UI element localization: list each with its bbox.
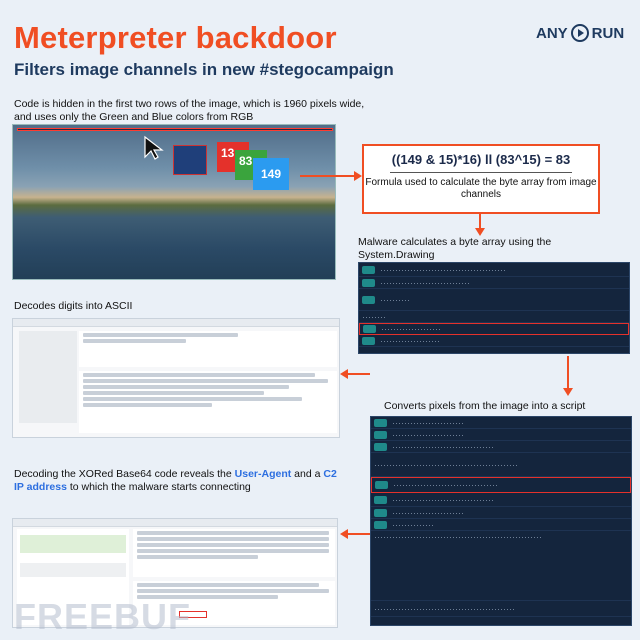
script-row: .............. [371, 519, 631, 531]
script-row: ........................ [371, 417, 631, 429]
process-row-highlighted: .................... [359, 323, 629, 335]
formula-expression: ((149 & 15)*16) ll (83^15) = 83 [391, 152, 571, 167]
process-row: .......... [359, 289, 629, 311]
process-row: .............................. [359, 277, 629, 289]
script-row: ........................ [371, 507, 631, 519]
arrow-icon [300, 171, 362, 181]
output-area [133, 581, 335, 625]
script-row: ........................................… [371, 531, 631, 601]
process-row: ........ [359, 311, 629, 323]
script-row-highlighted: ................................... [371, 477, 631, 493]
malware-caption: Malware calculates a byte array using th… [358, 236, 552, 261]
stego-image [12, 124, 336, 280]
zoomed-pixel [173, 145, 207, 175]
arrow-icon [475, 214, 485, 236]
user-agent-highlight: User-Agent [234, 468, 292, 480]
anyrun-logo: ANY RUN [536, 24, 624, 42]
formula-box: ((149 & 15)*16) ll (83^15) = 83 Formula … [362, 144, 600, 214]
cursor-icon [144, 135, 164, 160]
process-row: ........................................… [359, 263, 629, 277]
cyberchef-xor-panel [12, 518, 338, 628]
hidden-data-rows [17, 128, 333, 131]
watermark: FREEBUF [14, 596, 191, 637]
c2-ip-box [179, 611, 207, 618]
page-subtitle: Filters image channels in new #stegocamp… [14, 60, 394, 79]
cyberchef-ascii-panel [12, 318, 340, 438]
script-row: .................................. [371, 441, 631, 453]
process-row: .................... [359, 335, 629, 347]
formula-caption: Formula used to calculate the byte array… [365, 177, 597, 200]
blue-channel-chip: 149 [253, 158, 289, 190]
arrow-icon [563, 356, 573, 396]
input-area [79, 331, 337, 367]
output-area [79, 371, 337, 433]
image-caption: Code is hidden in the first two rows of … [14, 98, 365, 123]
xor-caption: Decoding the XORed Base64 code reveals t… [14, 468, 337, 493]
pixels-caption: Converts pixels from the image into a sc… [384, 400, 586, 412]
ascii-caption: Decodes digits into ASCII [14, 300, 133, 312]
script-row: ........................ [371, 429, 631, 441]
c2-ip-highlight: C2 IP address [14, 468, 337, 493]
script-row: ........................................… [371, 453, 631, 477]
cyberchef-toolbar [13, 319, 339, 327]
input-area [133, 529, 335, 577]
cyberchef-toolbar [13, 519, 337, 527]
arrow-icon [340, 369, 370, 379]
malware-process-panel: ........................................… [358, 262, 630, 354]
play-icon [570, 24, 589, 42]
formula-divider [390, 172, 572, 173]
logo-text-left: ANY [536, 24, 568, 42]
script-row: .................................. [371, 493, 631, 507]
recipe-column [19, 331, 77, 423]
arrow-icon [340, 529, 370, 539]
script-row: ........................................… [371, 601, 631, 617]
script-panel: ........................ ...............… [370, 416, 632, 626]
logo-text-right: RUN [591, 24, 625, 42]
recipe-column [17, 529, 129, 625]
page-title: Meterpreter backdoor [14, 20, 337, 55]
